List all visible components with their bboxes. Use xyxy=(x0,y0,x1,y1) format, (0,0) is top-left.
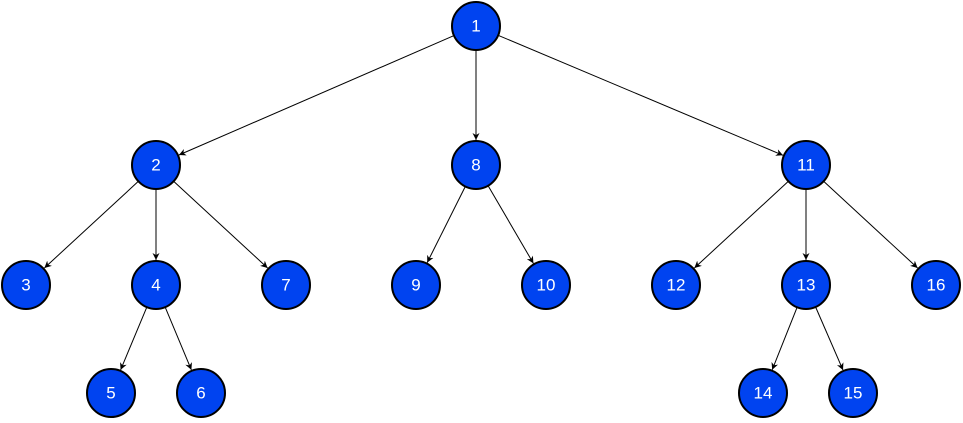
node-circle xyxy=(521,260,571,310)
tree-node-13: 13 xyxy=(781,260,831,310)
node-label: 16 xyxy=(927,276,946,295)
node-circle xyxy=(781,260,831,310)
node-circle xyxy=(828,368,878,418)
node-circle xyxy=(261,260,311,310)
node-circle xyxy=(391,260,441,310)
node-label: 13 xyxy=(797,276,816,295)
node-circle xyxy=(781,140,831,190)
edge-8-to-9 xyxy=(426,186,466,263)
tree-node-14: 14 xyxy=(738,368,788,418)
node-circle xyxy=(911,260,961,310)
edge-4-to-5 xyxy=(120,307,148,371)
node-circle xyxy=(86,368,136,418)
node-label: 4 xyxy=(151,276,160,295)
edge-11-to-12 xyxy=(694,180,789,269)
node-circle xyxy=(131,140,181,190)
edge-13-to-14 xyxy=(771,307,798,370)
node-label: 3 xyxy=(21,276,30,295)
node-label: 7 xyxy=(281,276,290,295)
node-circle xyxy=(176,368,226,418)
tree-node-7: 7 xyxy=(261,260,311,310)
node-label: 2 xyxy=(151,156,160,175)
edges-layer xyxy=(44,34,918,371)
edge-11-to-16 xyxy=(823,180,918,269)
tree-node-1: 1 xyxy=(451,1,501,51)
tree-node-16: 16 xyxy=(911,260,961,310)
tree-node-8: 8 xyxy=(451,140,501,190)
node-label: 15 xyxy=(844,384,863,403)
tree-node-10: 10 xyxy=(521,260,571,310)
edge-13-to-15 xyxy=(815,306,844,371)
edge-8-to-10 xyxy=(487,185,534,264)
edge-2-to-7 xyxy=(173,180,268,269)
tree-node-5: 5 xyxy=(86,368,136,418)
node-label: 5 xyxy=(106,384,115,403)
tree-node-3: 3 xyxy=(1,260,51,310)
edge-1-to-2 xyxy=(178,35,455,156)
edge-1-to-11 xyxy=(497,34,784,156)
tree-node-4: 4 xyxy=(131,260,181,310)
tree-node-2: 2 xyxy=(131,140,181,190)
node-circle xyxy=(738,368,788,418)
tree-node-11: 11 xyxy=(781,140,831,190)
tree-node-9: 9 xyxy=(391,260,441,310)
node-label: 6 xyxy=(196,384,205,403)
node-label: 8 xyxy=(471,156,480,175)
node-label: 11 xyxy=(797,156,815,175)
tree-node-15: 15 xyxy=(828,368,878,418)
edge-2-to-3 xyxy=(44,180,139,269)
node-label: 10 xyxy=(537,276,556,295)
node-label: 1 xyxy=(471,17,480,36)
node-label: 14 xyxy=(754,384,773,403)
node-circle xyxy=(131,260,181,310)
node-label: 12 xyxy=(667,276,686,295)
node-circle xyxy=(651,260,701,310)
node-circle xyxy=(451,1,501,51)
node-label: 9 xyxy=(411,276,420,295)
node-circle xyxy=(1,260,51,310)
edge-4-to-6 xyxy=(164,307,192,371)
tree-node-6: 6 xyxy=(176,368,226,418)
tree-node-12: 12 xyxy=(651,260,701,310)
node-circle xyxy=(451,140,501,190)
